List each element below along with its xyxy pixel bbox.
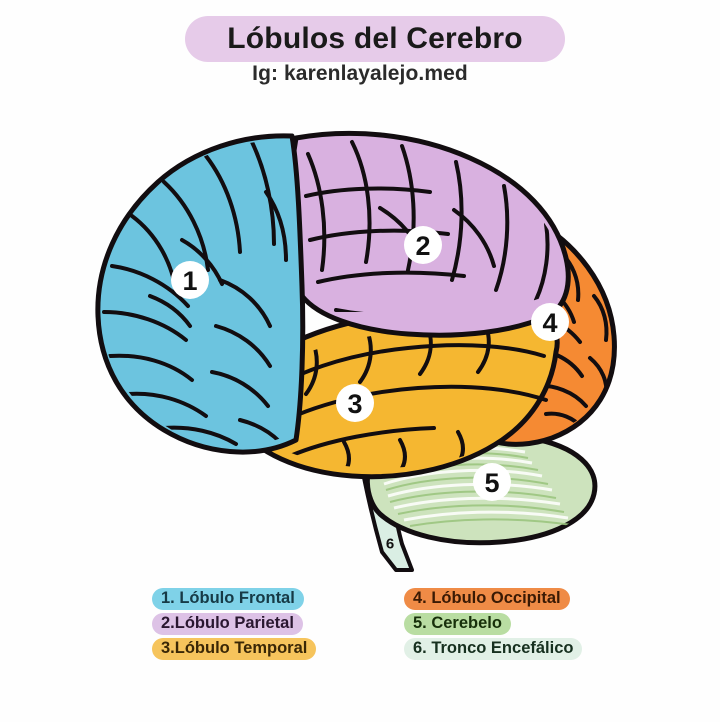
legend-column-left: 1. Lóbulo Frontal 2.Lóbulo Parietal 3.Ló… [152, 588, 382, 663]
legend-item-cerebellum: 5. Cerebelo [404, 613, 511, 635]
legend-column-right: 4. Lóbulo Occipital 5. Cerebelo 6. Tronc… [404, 588, 664, 663]
legend-row: 5. Cerebelo [404, 613, 664, 638]
legend-item-temporal: 3.Lóbulo Temporal [152, 638, 317, 660]
marker-3: 3 [336, 384, 374, 422]
credit-handle: Ig: karenlayalejo.med [252, 62, 468, 85]
page-title: Lóbulos del Cerebro [227, 22, 523, 55]
marker-3-label: 3 [347, 389, 362, 419]
legend-item-occipital: 4. Lóbulo Occipital [404, 588, 570, 610]
marker-4: 4 [531, 303, 569, 341]
legend-item-frontal: 1. Lóbulo Frontal [152, 588, 304, 610]
marker-5-label: 5 [484, 468, 499, 498]
legend-row: 4. Lóbulo Occipital [404, 588, 664, 613]
marker-6: 6 [386, 536, 394, 553]
marker-1-label: 1 [182, 266, 197, 296]
marker-4-label: 4 [542, 308, 557, 338]
legend-item-brainstem: 6. Tronco Encefálico [404, 638, 583, 660]
legend-item-parietal: 2.Lóbulo Parietal [152, 613, 303, 635]
marker-4-badge [531, 303, 569, 341]
legend: 1. Lóbulo Frontal 2.Lóbulo Parietal 3.Ló… [0, 588, 720, 678]
marker-1-badge [171, 261, 209, 299]
marker-1: 1 [171, 261, 209, 299]
legend-row: 2.Lóbulo Parietal [152, 613, 382, 638]
header: Lóbulos del Cerebro Ig: karenlayalejo.me… [0, 0, 720, 104]
marker-5-badge [473, 463, 511, 501]
marker-2: 2 [404, 226, 442, 264]
title-highlight-pill [185, 16, 565, 62]
legend-row: 1. Lóbulo Frontal [152, 588, 382, 613]
brain-diagram: 1 2 3 4 5 6 [60, 100, 660, 580]
marker-6-label: 6 [386, 536, 394, 553]
legend-row: 6. Tronco Encefálico [404, 638, 664, 663]
marker-2-label: 2 [415, 231, 430, 261]
marker-2-badge [404, 226, 442, 264]
marker-3-badge [336, 384, 374, 422]
region-temporal-lobe [225, 307, 560, 480]
legend-row: 3.Lóbulo Temporal [152, 638, 382, 663]
brain-illustration: 1 2 3 4 5 6 [95, 130, 617, 572]
marker-5: 5 [473, 463, 511, 501]
